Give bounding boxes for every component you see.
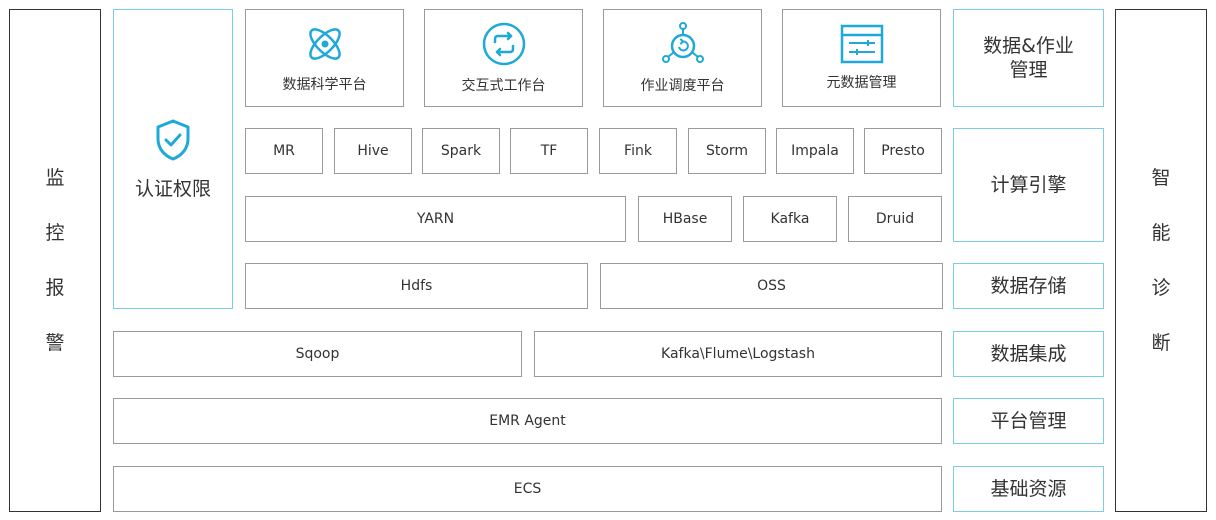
platform-data-science: 数据科学平台 bbox=[245, 9, 404, 107]
engine-label: Spark bbox=[440, 143, 482, 159]
engine-presto: Presto bbox=[864, 128, 942, 174]
monitor-char-1: 监 bbox=[45, 166, 65, 189]
engine-impala: Impala bbox=[776, 128, 854, 174]
category-label: 平台管理 bbox=[990, 410, 1067, 432]
category-label: 数据集成 bbox=[990, 343, 1067, 365]
resource-label: Druid bbox=[875, 211, 915, 227]
platform-mgmt-label: EMR Agent bbox=[489, 413, 566, 429]
monitor-char-3: 报 bbox=[45, 276, 65, 299]
diagnosis-char-1: 智 bbox=[1151, 166, 1171, 189]
integration-sqoop: Sqoop bbox=[113, 331, 522, 377]
resource-label: YARN bbox=[416, 211, 455, 227]
storage-label: OSS bbox=[757, 278, 786, 294]
platform-label: 数据科学平台 bbox=[282, 77, 367, 93]
platform-metadata-management: 元数据管理 bbox=[782, 9, 941, 107]
integration-label: Sqoop bbox=[295, 346, 340, 362]
engine-label: Presto bbox=[881, 143, 925, 159]
platform-label: 作业调度平台 bbox=[640, 78, 725, 94]
storage-label: Hdfs bbox=[400, 278, 433, 294]
engine-label: Impala bbox=[791, 143, 839, 159]
platform-interactive-workbench: 交互式工作台 bbox=[424, 9, 583, 107]
engine-hive: Hive bbox=[334, 128, 412, 174]
resource-kafka: Kafka bbox=[743, 196, 837, 242]
resource-druid: Druid bbox=[848, 196, 942, 242]
diagnosis-char-2: 能 bbox=[1151, 221, 1171, 244]
atom-icon bbox=[303, 22, 347, 66]
engine-label: Fink bbox=[624, 143, 652, 159]
storage-hdfs: Hdfs bbox=[245, 263, 588, 309]
monitor-char-4: 警 bbox=[45, 331, 65, 354]
engine-label: Hive bbox=[357, 143, 389, 159]
category-label: 基础资源 bbox=[990, 478, 1067, 500]
platform-job-scheduler: 作业调度平台 bbox=[603, 9, 762, 107]
resource-label: Kafka bbox=[770, 211, 810, 227]
engine-label: MR bbox=[273, 143, 295, 159]
scheduler-icon bbox=[660, 21, 706, 67]
category-basic-resources: 基础资源 bbox=[953, 466, 1104, 512]
category-label: 数据&作业 管理 bbox=[983, 35, 1074, 81]
category-data-job-management: 数据&作业 管理 bbox=[953, 9, 1104, 107]
diagnosis-char-3: 诊 bbox=[1151, 276, 1171, 299]
engine-tf: TF bbox=[510, 128, 588, 174]
category-data-integration: 数据集成 bbox=[953, 331, 1104, 377]
resource-label: HBase bbox=[662, 211, 708, 227]
intelligent-diagnosis-panel: 智 能 诊 断 bbox=[1115, 9, 1207, 512]
category-platform-management: 平台管理 bbox=[953, 398, 1104, 444]
shield-check-icon bbox=[154, 118, 192, 162]
engine-label: Storm bbox=[705, 143, 749, 159]
engine-label: TF bbox=[540, 143, 558, 159]
engine-mr: MR bbox=[245, 128, 323, 174]
integration-label: Kafka\Flume\Logstash bbox=[661, 346, 815, 362]
engine-spark: Spark bbox=[422, 128, 500, 174]
platform-mgmt-emr-agent: EMR Agent bbox=[113, 398, 942, 444]
category-label: 数据存储 bbox=[990, 275, 1067, 297]
infra-ecs: ECS bbox=[113, 466, 942, 512]
monitoring-alarm-panel: 监 控 报 警 bbox=[9, 9, 101, 512]
auth-permission-box: 认证权限 bbox=[113, 9, 233, 309]
engine-storm: Storm bbox=[688, 128, 766, 174]
platform-label: 交互式工作台 bbox=[461, 78, 546, 94]
monitor-char-2: 控 bbox=[45, 221, 65, 244]
storage-oss: OSS bbox=[600, 263, 943, 309]
sync-icon bbox=[481, 21, 527, 67]
auth-label: 认证权限 bbox=[134, 177, 211, 200]
integration-kafka-flume-logstash: Kafka\Flume\Logstash bbox=[534, 331, 942, 377]
category-data-storage: 数据存储 bbox=[953, 263, 1104, 309]
engine-fink: Fink bbox=[599, 128, 677, 174]
resource-hbase: HBase bbox=[638, 196, 732, 242]
resource-yarn: YARN bbox=[245, 196, 626, 242]
infra-label: ECS bbox=[513, 481, 542, 497]
platform-label: 元数据管理 bbox=[826, 75, 897, 91]
category-compute-engine: 计算引擎 bbox=[953, 128, 1104, 242]
diagnosis-char-4: 断 bbox=[1151, 331, 1171, 354]
metadata-icon bbox=[840, 24, 884, 64]
category-label: 计算引擎 bbox=[990, 174, 1067, 196]
